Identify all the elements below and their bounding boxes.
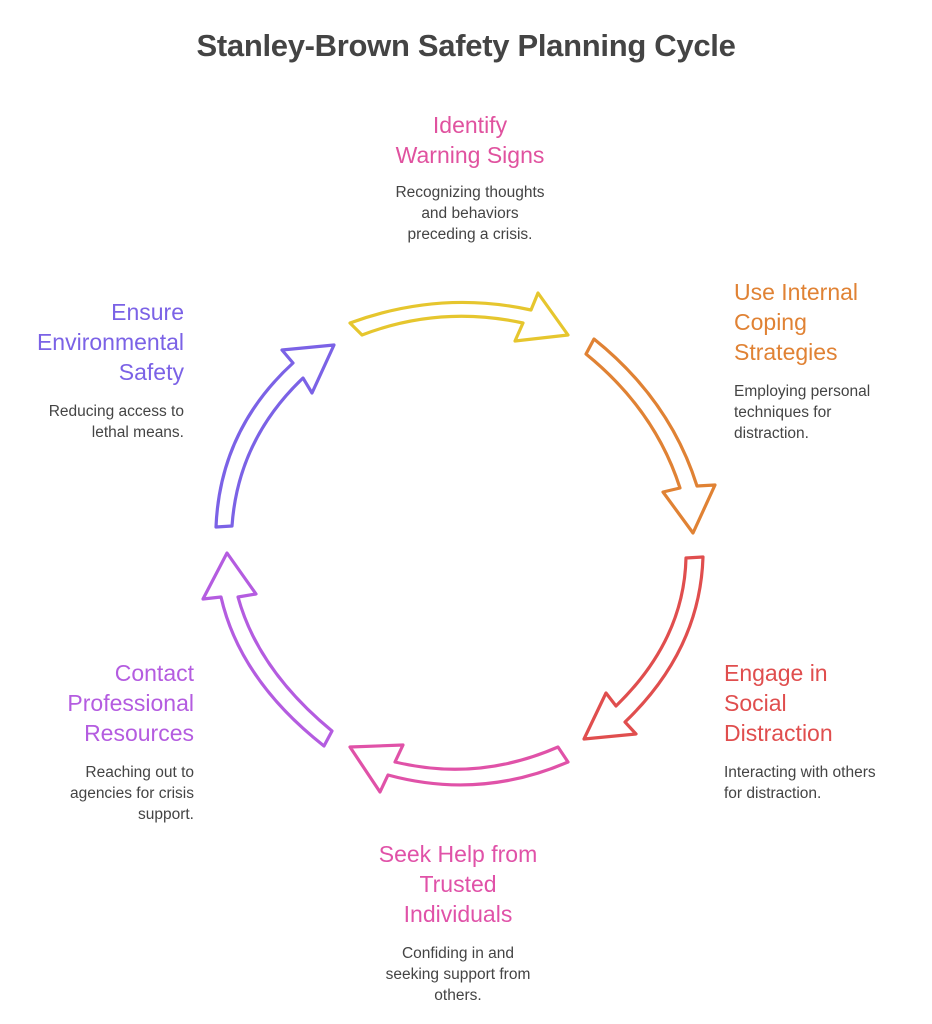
step-title-line: Resources: [84, 720, 194, 746]
step-title-line: Strategies: [734, 339, 838, 365]
step-title-line: Individuals: [403, 901, 513, 927]
step-title: Identify Warning Signs: [330, 110, 610, 170]
step-title-line: Engage in: [724, 660, 828, 686]
step-title-line: Safety: [118, 359, 184, 385]
step-social-distraction: Engage in Social Distraction Interacting…: [724, 658, 924, 804]
step-desc-line: lethal means.: [91, 424, 184, 441]
step-desc-line: Employing personal: [734, 383, 871, 400]
cycle-arrow-red: [582, 555, 705, 741]
step-description: Employing personal techniques for distra…: [734, 381, 924, 444]
step-desc-line: Confiding in and: [401, 945, 515, 962]
step-desc-line: agencies for crisis: [69, 785, 194, 802]
diagram-title: Stanley-Brown Safety Planning Cycle: [196, 28, 736, 63]
step-title-line: Identify: [432, 112, 508, 138]
cycle-arrow-purple: [201, 551, 334, 748]
step-title-line: Professional: [67, 690, 194, 716]
step-trusted-individuals: Seek Help from Trusted Individuals Confi…: [318, 839, 598, 1006]
step-professional-resources: Contact Professional Resources Reaching …: [14, 658, 194, 825]
step-desc-line: and behaviors: [421, 205, 519, 222]
step-title-line: Coping: [734, 309, 807, 335]
step-desc-line: techniques for: [734, 404, 832, 421]
step-title-line: Warning Signs: [395, 142, 545, 168]
cycle-arrow-violet: [214, 343, 336, 529]
step-desc-line: support.: [137, 806, 194, 823]
step-description: Confiding in and seeking support from ot…: [318, 943, 598, 1006]
step-title-line: Social: [724, 690, 787, 716]
step-desc-line: others.: [434, 987, 482, 1004]
step-title: Engage in Social Distraction: [724, 658, 924, 748]
step-description: Reducing access to lethal means.: [4, 401, 184, 443]
cycle-arrow-yellow: [348, 291, 570, 343]
step-title: Ensure Environmental Safety: [4, 297, 184, 387]
step-desc-line: preceding a crisis.: [407, 226, 533, 243]
step-desc-line: Interacting with others: [724, 764, 876, 781]
step-identify-warning-signs: Identify Warning Signs Recognizing thoug…: [330, 110, 610, 245]
step-title: Use Internal Coping Strategies: [734, 277, 924, 367]
step-title-line: Trusted: [419, 871, 497, 897]
step-title-line: Seek Help from: [378, 841, 538, 867]
step-environmental-safety: Ensure Environmental Safety Reducing acc…: [4, 297, 184, 443]
cycle-arrow-orange: [584, 337, 717, 535]
step-desc-line: Reaching out to: [85, 764, 194, 781]
step-desc-line: distraction.: [734, 425, 809, 442]
step-description: Interacting with others for distraction.: [724, 762, 924, 804]
step-title: Seek Help from Trusted Individuals: [318, 839, 598, 929]
step-internal-coping: Use Internal Coping Strategies Employing…: [734, 277, 924, 444]
step-title-line: Contact: [114, 660, 194, 686]
step-desc-line: for distraction.: [724, 785, 822, 802]
step-description: Recognizing thoughts and behaviors prece…: [330, 182, 610, 245]
step-title-line: Use Internal: [734, 279, 859, 305]
step-desc-line: seeking support from: [385, 966, 531, 983]
step-desc-line: Recognizing thoughts: [395, 184, 545, 201]
cycle-arrow-pink: [348, 743, 570, 794]
step-title-line: Ensure: [111, 299, 184, 325]
step-description: Reaching out to agencies for crisis supp…: [14, 762, 194, 825]
step-title-line: Distraction: [724, 720, 833, 746]
step-title: Contact Professional Resources: [14, 658, 194, 748]
step-desc-line: Reducing access to: [48, 403, 184, 420]
step-title-line: Environmental: [36, 329, 184, 355]
